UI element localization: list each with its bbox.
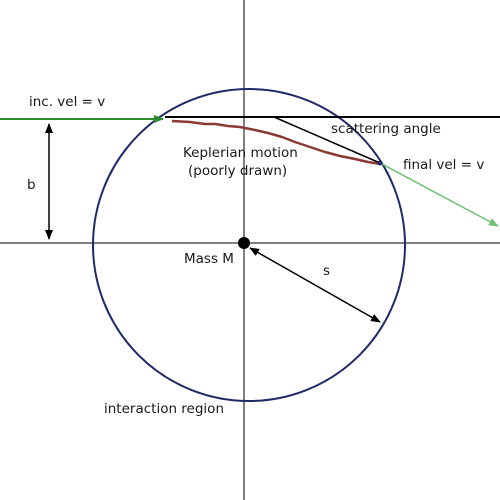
mass-label: Mass M [184,251,234,267]
radius-arrow [249,247,381,323]
central-mass [238,237,250,249]
scattering-angle-line [273,116,381,164]
incoming-velocity-label: inc. vel = v [29,94,105,110]
radius-label: s [323,263,330,279]
keplerian-note-label: (poorly drawn) [188,163,287,179]
keplerian-trajectory [171,119,381,166]
impact-parameter-label: b [27,177,36,193]
keplerian-motion-label: Keplerian motion [183,145,298,161]
interaction-region-circle [92,88,406,402]
final-velocity-arrow [379,162,499,227]
scattering-angle-label: scattering angle [331,121,441,137]
exit-point [377,160,383,166]
interaction-region-label: interaction region [104,401,224,417]
final-velocity-label: final vel = v [403,157,484,173]
